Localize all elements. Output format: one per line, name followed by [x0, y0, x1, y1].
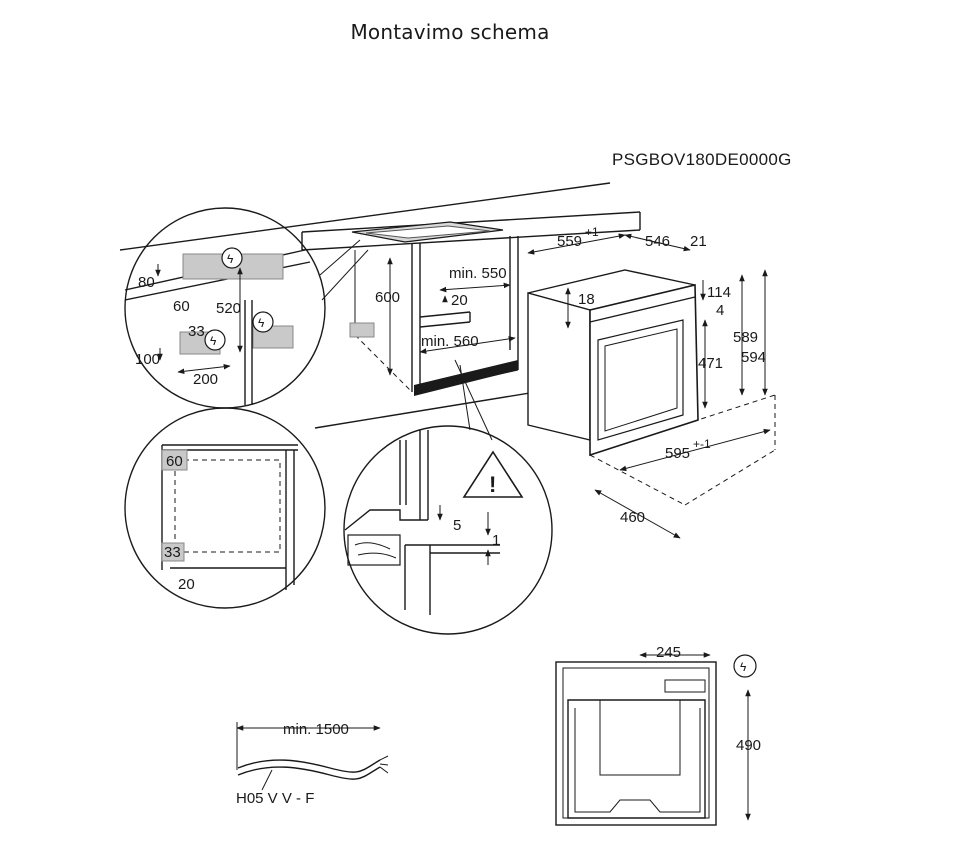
oven-drawing: 559 +1 546 21 18 114 4 471 589 594 595 +…: [527, 225, 776, 539]
dim-oven-595-tol: +-1: [693, 437, 711, 451]
dim-detail-200: 200: [193, 371, 218, 388]
dim-oven-589: 589: [733, 329, 758, 346]
cable-length: min. 1500: [283, 721, 349, 738]
dim-oven-471: 471: [698, 355, 723, 372]
dim-oven-594: 594: [741, 349, 766, 366]
dim-oven-114: 114: [707, 284, 731, 301]
dim-bl-33: 33: [164, 544, 181, 561]
model-number: PSGBOV180DE0000G: [612, 150, 792, 169]
detail-center: ! 5 1: [343, 425, 553, 635]
kitchen-cabinet: 600 min. 550 20 min. 560: [119, 182, 641, 441]
dim-detail-100: 100: [135, 351, 160, 368]
dim-bl-60: 60: [166, 453, 183, 470]
dim-cabinet-width: min. 560: [421, 333, 479, 350]
dim-center-5: 5: [453, 517, 461, 534]
dim-oven-559-tol: +1: [585, 225, 599, 239]
detail-bottom-left: 60 33 20: [124, 407, 326, 609]
dim-oven-21: 21: [690, 233, 707, 250]
dim-oven-546: 546: [645, 233, 670, 250]
dim-oven-460: 460: [620, 509, 645, 526]
dim-oven-595: 595: [665, 445, 690, 462]
dim-oven-559: 559: [557, 233, 582, 250]
electric-icon-top: ϟ: [227, 252, 234, 266]
dim-oven-18: 18: [578, 291, 595, 308]
dim-detail-60: 60: [173, 298, 190, 315]
dim-oven-4: 4: [716, 302, 724, 319]
warning-icon: [462, 450, 524, 498]
dim-back-245: 245: [656, 644, 681, 661]
dim-detail-520: 520: [216, 300, 241, 317]
electric-icon-right: ϟ: [258, 316, 265, 330]
dim-cabinet-gap: 20: [451, 292, 468, 309]
dim-cabinet-height: 600: [375, 289, 400, 306]
page-title: Montavimo schema: [350, 20, 550, 44]
electric-icon-back: ϟ: [740, 660, 747, 674]
warning-mark: !: [489, 472, 496, 497]
detail-top-left: ϟ ϟ ϟ 520 80 60 33 100 200: [124, 207, 326, 409]
dim-cabinet-depth: min. 550: [449, 265, 507, 282]
dim-center-1: 1: [492, 532, 500, 549]
electric-icon-left: ϟ: [210, 334, 217, 348]
cable-type: H05 V V - F: [236, 790, 314, 807]
dim-detail-33: 33: [188, 323, 205, 340]
back-view: ϟ 245 490: [555, 644, 761, 826]
power-cable: min. 1500 H05 V V - F: [236, 721, 389, 807]
dim-detail-80: 80: [138, 274, 155, 291]
dim-bl-20: 20: [178, 576, 195, 593]
dim-back-490: 490: [736, 737, 761, 754]
